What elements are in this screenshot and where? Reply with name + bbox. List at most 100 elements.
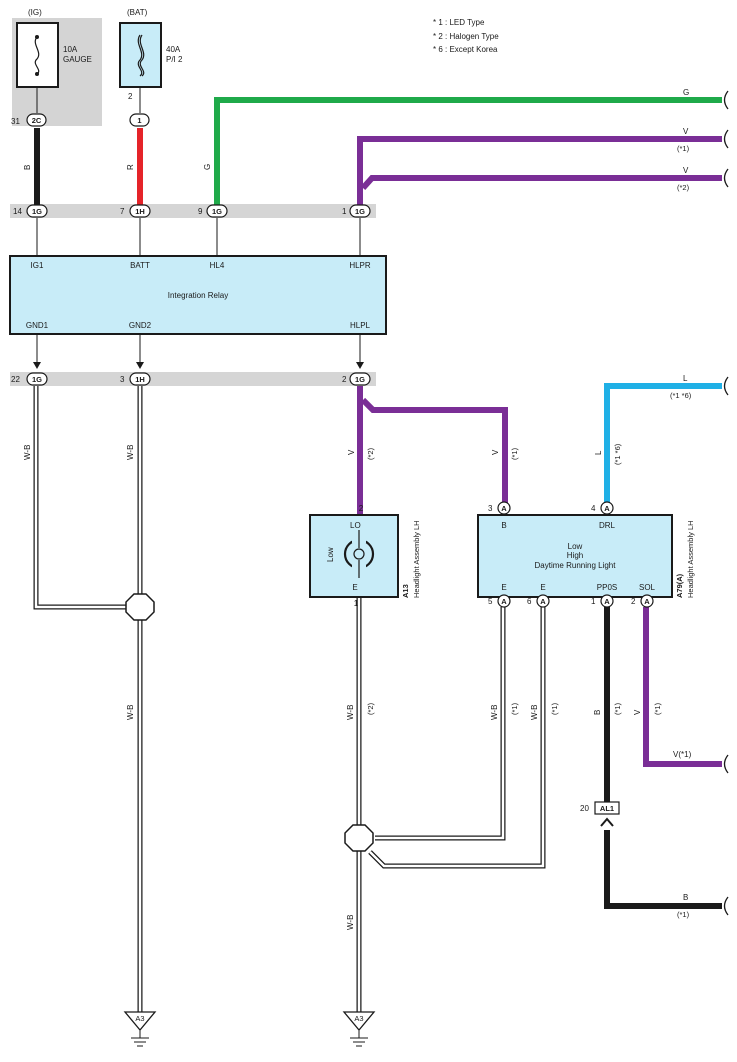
svg-text:(*1): (*1) xyxy=(550,702,559,715)
connector-1: 1 2 xyxy=(128,92,150,127)
svg-text:20: 20 xyxy=(580,804,589,813)
svg-text:A: A xyxy=(540,597,546,606)
a79-line1: Low xyxy=(568,542,583,551)
svg-text:3: 3 xyxy=(120,375,125,384)
wire-wb-gnd1 xyxy=(33,386,128,610)
svg-text:1: 1 xyxy=(342,207,347,216)
ig-fuse-dot-bottom xyxy=(35,72,39,76)
svg-text:A: A xyxy=(604,597,610,606)
a79-line3: Daytime Running Light xyxy=(535,561,617,570)
svg-text:W-B: W-B xyxy=(490,705,499,720)
svg-text:(*2): (*2) xyxy=(366,702,375,715)
svg-text:A3: A3 xyxy=(354,1014,363,1023)
a13-code: A13 xyxy=(401,584,410,598)
svg-text:G: G xyxy=(683,88,689,97)
svg-text:22: 22 xyxy=(11,375,20,384)
svg-text:(*1): (*1) xyxy=(677,144,690,153)
relay-out-connectors: 1G 22 1H 3 1G 2 xyxy=(11,372,371,386)
wire-l xyxy=(604,383,722,505)
a79-line2: High xyxy=(567,551,583,560)
svg-text:B: B xyxy=(23,165,32,170)
a13-pin-lo: LO xyxy=(350,521,361,530)
bat-fuse-name: P/I 2 xyxy=(166,55,183,64)
relay-pin-hlpr: HLPR xyxy=(349,261,371,270)
connector-2c: 2C 31 xyxy=(11,113,47,127)
svg-text:W-B: W-B xyxy=(126,445,135,460)
svg-text:(*1 *6): (*1 *6) xyxy=(670,391,692,400)
svg-text:(*2): (*2) xyxy=(677,183,690,192)
svg-text:(*1): (*1) xyxy=(677,910,690,919)
a79-headlight: B DRL Low High Daytime Running Light E E… xyxy=(477,514,695,598)
svg-text:1: 1 xyxy=(591,597,596,606)
svg-text:V: V xyxy=(491,449,500,455)
svg-text:(*2): (*2) xyxy=(366,447,375,460)
wire-v-hlpl-led xyxy=(360,397,508,505)
right-wire-labels: G V (*1) V (*2) L (*1 *6) V(*1) B (*1) xyxy=(670,88,692,919)
a13-lamp-label: Low xyxy=(326,547,335,562)
relay-pin-gnd1: GND1 xyxy=(26,321,49,330)
a13-pin-e: E xyxy=(352,583,357,592)
integration-relay: IG1 BATT HL4 HLPR Integration Relay GND1… xyxy=(9,255,387,335)
ig-fuse-icon xyxy=(34,36,40,75)
a79-name: Headlight Assembly LH xyxy=(686,520,695,598)
svg-text:A: A xyxy=(604,504,610,513)
svg-text:14: 14 xyxy=(13,207,22,216)
svg-text:7: 7 xyxy=(120,207,125,216)
svg-text:V: V xyxy=(347,449,356,455)
svg-text:W-B: W-B xyxy=(23,445,32,460)
svg-text:B: B xyxy=(683,893,688,902)
relay-pin-batt: BATT xyxy=(130,261,150,270)
bat-fuse-rating: 40A xyxy=(166,45,181,54)
svg-text:1G: 1G xyxy=(212,207,222,216)
svg-text:6: 6 xyxy=(527,597,532,606)
note-3: * 6 : Except Korea xyxy=(433,45,498,54)
note-1: * 1 : LED Type xyxy=(433,18,485,27)
svg-text:W-B: W-B xyxy=(530,705,539,720)
relay-bottom-leads xyxy=(33,334,364,369)
svg-text:5: 5 xyxy=(488,597,493,606)
relay-in-connectors: 1G 14 1H 7 1G 9 1G 1 xyxy=(13,204,371,218)
svg-text:B: B xyxy=(593,710,602,715)
ig-source-label: (IG) xyxy=(28,8,42,17)
a79-code: A79(A) xyxy=(675,573,684,598)
ig-fuse-box xyxy=(16,22,59,88)
a79-pin-e6: E xyxy=(540,583,545,592)
svg-text:1H: 1H xyxy=(135,375,145,384)
ig-fuse-name: GAUGE xyxy=(63,55,92,64)
svg-text:(*1): (*1) xyxy=(510,702,519,715)
svg-text:R: R xyxy=(126,164,135,170)
svg-text:AL1: AL1 xyxy=(600,804,614,813)
ig-fuse-dot-top xyxy=(35,35,39,39)
relay-pin-gnd2: GND2 xyxy=(129,321,152,330)
splice-points xyxy=(125,593,374,852)
svg-text:1H: 1H xyxy=(135,207,145,216)
bat-fuse-block: (BAT) 40A P/I 2 xyxy=(119,8,183,88)
ground-right: A3 xyxy=(342,1011,376,1047)
relay-pin-hl4: HL4 xyxy=(210,261,225,270)
a13-pin-top: 2 xyxy=(359,504,364,513)
svg-text:1: 1 xyxy=(137,116,141,125)
svg-text:1G: 1G xyxy=(32,375,42,384)
svg-text:3: 3 xyxy=(488,504,493,513)
a79-pin-drl: DRL xyxy=(599,521,616,530)
wire-v-led xyxy=(357,136,722,205)
bottom-connector-band xyxy=(10,372,376,386)
wire-labels: B R G W-B W-B W-B V (*2) V (*1) L (*1 *6… xyxy=(23,164,662,930)
wire-v-halogen xyxy=(360,175,722,191)
connector-al1: AL1 20 xyxy=(580,801,620,827)
legend-notes: * 1 : LED Type * 2 : Halogen Type * 6 : … xyxy=(433,18,499,54)
a13-headlight: 2 LO E 1 Low A13 Headlight Assembly LH xyxy=(309,504,421,608)
note-2: * 2 : Halogen Type xyxy=(433,32,499,41)
svg-text:L: L xyxy=(594,450,603,455)
svg-text:A: A xyxy=(644,597,650,606)
ig-fuse-rating: 10A xyxy=(63,45,78,54)
wire-wb-e6 xyxy=(368,607,546,869)
bat-fuse-icon-b xyxy=(139,34,145,77)
svg-text:(*1): (*1) xyxy=(653,702,662,715)
svg-text:1G: 1G xyxy=(355,207,365,216)
svg-text:2: 2 xyxy=(631,597,636,606)
a79-connector-circles: A 3 A 4 A 5 A 6 A 1 A 2 xyxy=(488,501,654,608)
svg-text:A3: A3 xyxy=(135,1014,144,1023)
svg-text:V: V xyxy=(683,166,689,175)
